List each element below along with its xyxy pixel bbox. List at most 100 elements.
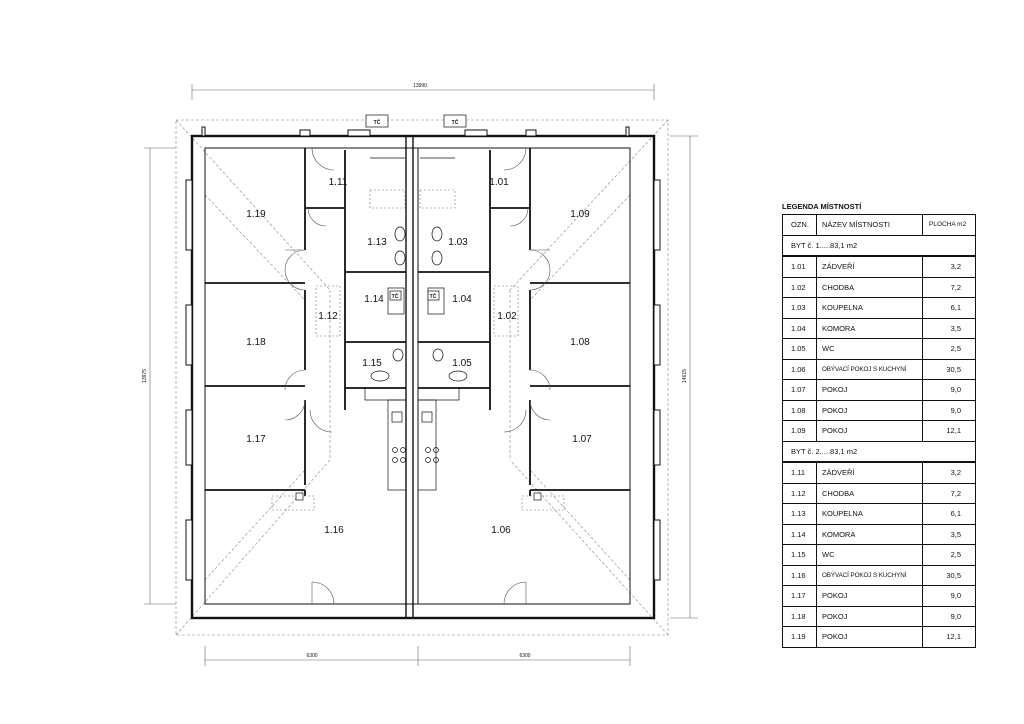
legend-name: CHODBA [817,483,923,503]
legend-area: 9,0 [950,591,961,600]
legend-area: 3,2 [950,262,961,271]
room-label-1-14: 1.14 [364,294,384,305]
legend-name: KOUPELNA [817,504,923,524]
legend-area: 9,0 [950,405,961,415]
legend-name: CHODBA [817,277,923,297]
legend-code: 1.07 [783,380,817,400]
legend-area: 12,1 [946,426,961,435]
kitchen-units [364,157,460,491]
legend-header-row: OZN. NÁZEV MÍSTNOSTI PLOCHA m2 [783,215,975,235]
windows [185,126,661,581]
legend-code: 1.17 [783,586,817,606]
legend-name: KOUPELNA [817,298,923,318]
room-label-1-03: 1.03 [448,237,468,248]
legend-area: 12,1 [946,632,961,641]
room-label-1-17: 1.17 [246,434,266,445]
heat-pump-label-left: TČ [374,119,381,126]
room-label-1-13: 1.13 [367,237,387,248]
legend-code: 1.08 [783,400,817,420]
room-label-1-11: 1.11 [329,177,348,188]
legend-name: WC [817,545,923,565]
legend-area: 3,5 [950,529,961,539]
room-label-1-04: 1.04 [452,294,472,305]
legend-name: WC [817,339,923,359]
room-label-1-18: 1.18 [246,337,266,348]
legend-name: POKOJ [817,421,923,441]
legend-area: 30,5 [946,364,961,374]
room-label-1-02: 1.02 [497,311,517,322]
legend-section-byt-1: BYT č. 1.....83,1 m2 [783,234,975,256]
legend-code: 1.09 [783,421,817,441]
legend-area: 7,2 [950,282,961,292]
heat-pump-units [295,114,542,501]
room-label-1-01: 1.01 [489,177,509,188]
legend-code: 1.18 [783,606,817,626]
legend-code: 1.03 [783,298,817,318]
legend-area: 2,5 [950,550,961,559]
legend-code: 1.04 [783,318,817,338]
legend-code: 1.11 [783,463,817,483]
legend-code: 1.16 [783,565,817,585]
legend-section-label: BYT č. 2.....83,1 m2 [791,446,858,456]
doors [284,147,551,605]
closets [271,189,565,511]
room-labels: 1.11 1.01 1.19 1.09 1.13 1.03 1.14 1.04 … [246,177,592,536]
legend-area: 30,5 [946,570,961,580]
legend-header-name: NÁZEV MÍSTNOSTI [817,215,923,235]
legend-name: ZÁDVEŘÍ [817,257,923,277]
heat-pump-label-1-04: TČ [430,293,437,300]
legend-code: 1.12 [783,483,817,503]
legend-code: 1.01 [783,257,817,277]
room-label-1-12: 1.12 [318,311,338,322]
room-label-1-15: 1.15 [362,358,382,369]
dim-half-left: 6300 [306,653,317,659]
legend-name: KOMORA [817,524,923,544]
legend-area: 3,5 [950,323,961,333]
legend-code: 1.02 [783,277,817,297]
legend-name: OBÝVACÍ POKOJ S KUCHYNÍ [817,565,923,585]
dim-right-height: 14615 [682,369,688,383]
room-label-1-19: 1.19 [246,209,266,220]
legend-name: POKOJ [817,606,923,626]
room-label-1-07: 1.07 [572,434,592,445]
dim-total-width: 13990 [413,83,427,89]
room-label-1-05: 1.05 [452,358,472,369]
legend-area: 2,5 [950,344,961,353]
legend-area: 9,0 [950,385,961,394]
legend-name: ZÁDVEŘÍ [817,463,923,483]
legend-name: OBÝVACÍ POKOJ S KUCHYNÍ [817,359,923,379]
legend-name: POKOJ [817,586,923,606]
legend-area: 7,2 [950,488,961,498]
legend-name: POKOJ [817,627,923,647]
legend-header-code: OZN. [783,215,817,235]
dimension-lines [144,84,698,666]
room-label-1-16: 1.16 [324,525,344,536]
legend-header-area: PLOCHA m2 [929,221,967,228]
dim-left-height: 13975 [142,369,148,383]
legend-area: 6,1 [950,509,961,518]
room-label-1-06: 1.06 [491,525,511,536]
dim-half-right: 6300 [519,653,530,659]
heat-pump-label-1-14: TČ [392,293,399,300]
legend-name: POKOJ [817,380,923,400]
legend-area: 9,0 [950,611,961,621]
room-label-1-09: 1.09 [570,209,590,220]
